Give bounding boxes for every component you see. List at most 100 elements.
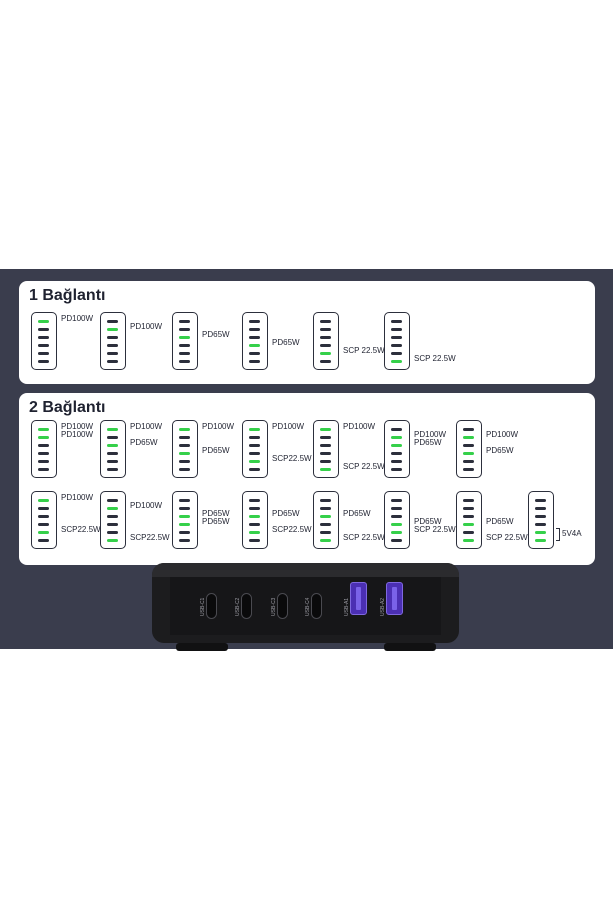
port-slot — [249, 468, 260, 471]
port-slot — [535, 523, 546, 526]
port-power-label: PD65W — [414, 438, 442, 447]
port-diagram — [31, 420, 57, 478]
active-port-slot — [391, 531, 402, 534]
active-port-slot — [107, 428, 118, 431]
port-slot — [320, 320, 331, 323]
port-slot — [391, 428, 402, 431]
port-diagram — [100, 491, 126, 549]
section-title: 2 Bağlantı — [29, 399, 106, 416]
port-power-label: PD65W — [202, 509, 230, 518]
port-slot — [320, 344, 331, 347]
port-slot — [107, 499, 118, 502]
port-diagram — [528, 491, 554, 549]
port-slot — [38, 507, 49, 510]
port-slot — [320, 499, 331, 502]
port-slot — [38, 515, 49, 518]
port-power-label: PD65W — [202, 330, 230, 339]
usb-c-port — [277, 593, 288, 619]
port-slot — [179, 531, 190, 534]
active-port-slot — [463, 452, 474, 455]
active-port-slot — [38, 428, 49, 431]
port-power-label: PD100W — [61, 422, 94, 431]
port-slot — [107, 320, 118, 323]
port-slot — [179, 360, 190, 363]
port-power-label: PD100W — [61, 493, 94, 502]
port-power-label: PD100W — [130, 501, 163, 510]
port-diagram — [31, 491, 57, 549]
port-power-label: PD100W — [61, 430, 94, 439]
port-diagram — [172, 491, 198, 549]
port-slot — [391, 452, 402, 455]
port-slot — [320, 360, 331, 363]
active-port-slot — [107, 507, 118, 510]
port-power-label: SCP 22.5W — [343, 346, 385, 355]
port-slot — [391, 320, 402, 323]
port-diagram — [242, 491, 268, 549]
port-diagram — [384, 420, 410, 478]
active-port-slot — [38, 436, 49, 439]
port-power-label: PD65W — [272, 338, 300, 347]
port-slot — [179, 436, 190, 439]
charger-foot-left — [176, 643, 228, 651]
port-slot — [391, 499, 402, 502]
port-diagram — [456, 491, 482, 549]
port-slot — [249, 523, 260, 526]
port-slot — [320, 336, 331, 339]
port-slot — [38, 336, 49, 339]
port-slot — [38, 328, 49, 331]
port-slot — [107, 352, 118, 355]
usb-a-tongue — [392, 587, 397, 610]
port-slot — [320, 444, 331, 447]
port-diagram — [100, 420, 126, 478]
active-port-slot — [391, 444, 402, 447]
port-slot — [249, 507, 260, 510]
port-slot — [249, 352, 260, 355]
charger-foot-right — [384, 643, 436, 651]
port-slot — [463, 507, 474, 510]
active-port-slot — [463, 436, 474, 439]
port-slot — [107, 344, 118, 347]
active-port-slot — [38, 499, 49, 502]
port-slot — [320, 507, 331, 510]
active-port-slot — [535, 531, 546, 534]
port-diagram — [100, 312, 126, 370]
port-slot — [179, 539, 190, 542]
port-slot — [179, 328, 190, 331]
port-slot — [463, 499, 474, 502]
port-slot — [107, 531, 118, 534]
port-power-label: SCP22.5W — [61, 525, 101, 534]
port-diagram — [456, 420, 482, 478]
port-slot — [38, 539, 49, 542]
port-power-label: SCP22.5W — [272, 525, 312, 534]
port-slot — [107, 468, 118, 471]
port-power-label: PD100W — [130, 322, 163, 331]
port-slot — [107, 336, 118, 339]
active-port-slot — [320, 428, 331, 431]
port-slot — [249, 452, 260, 455]
port-slot — [179, 320, 190, 323]
active-port-slot — [391, 523, 402, 526]
port-name-label: USB-C1 — [200, 597, 206, 616]
usb-a-port — [350, 582, 367, 615]
port-slot — [38, 452, 49, 455]
port-power-label: 5V4A — [562, 529, 582, 538]
port-slot — [463, 444, 474, 447]
port-power-label: PD100W — [486, 430, 519, 439]
port-slot — [463, 428, 474, 431]
active-port-slot — [320, 468, 331, 471]
port-slot — [320, 523, 331, 526]
port-diagram — [384, 312, 410, 370]
port-diagram — [242, 312, 268, 370]
port-diagram — [172, 420, 198, 478]
active-port-slot — [249, 428, 260, 431]
active-port-slot — [249, 515, 260, 518]
usb-a-port — [386, 582, 403, 615]
active-port-slot — [38, 531, 49, 534]
bracket-icon — [556, 528, 560, 541]
active-port-slot — [38, 320, 49, 323]
port-slot — [249, 436, 260, 439]
port-slot — [249, 320, 260, 323]
port-slot — [38, 344, 49, 347]
active-port-slot — [179, 515, 190, 518]
